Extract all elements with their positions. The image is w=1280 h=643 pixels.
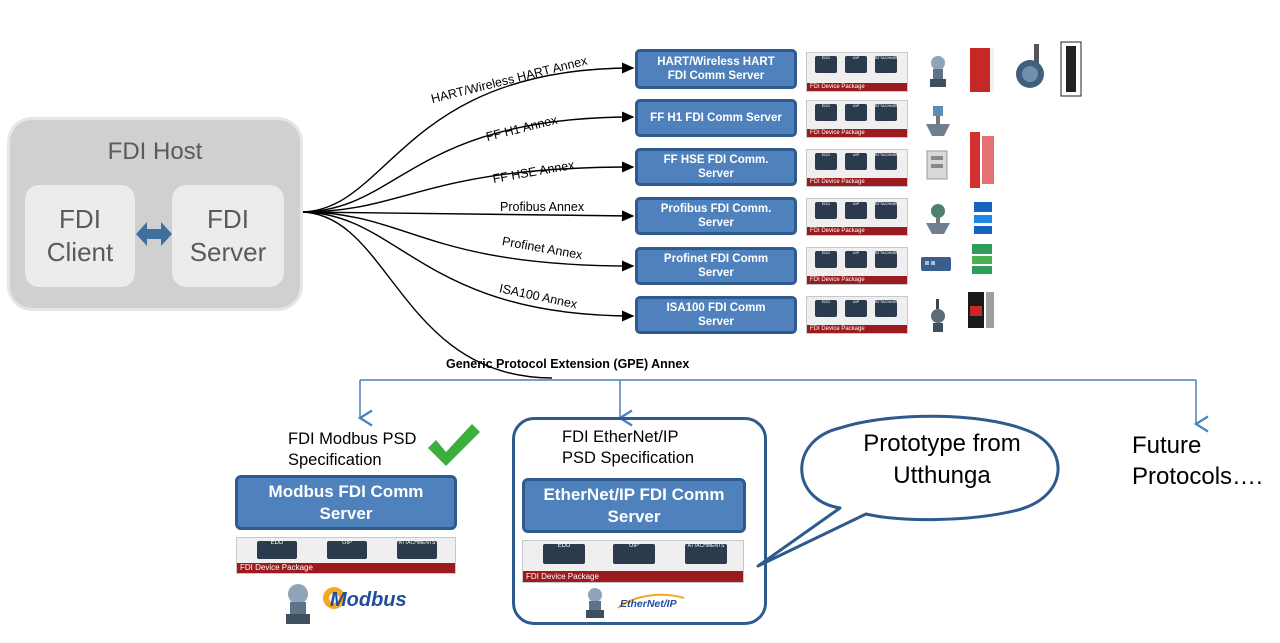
ethernetip-transmitter-device-icon <box>586 588 604 618</box>
valve-device-icon <box>926 106 950 136</box>
isa100-transmitter-device-icon <box>931 299 945 332</box>
ethernetip-frame <box>512 417 767 625</box>
device-package-modbus: EDD UIP ATTACHMENTS FDI Device Package <box>236 537 456 574</box>
modbus-transmitter-device-icon <box>286 584 310 624</box>
gpe-annex-label: Generic Protocol Extension (GPE) Annex <box>446 357 690 371</box>
bidirectional-arrow-icon <box>136 222 172 246</box>
wirelesshart-logo-icon <box>1060 41 1082 97</box>
line-ffhse <box>299 161 635 213</box>
profibus-valve-device-icon <box>926 204 950 234</box>
fdi-host-title: FDI Host <box>107 138 203 165</box>
line-ffh1 <box>299 111 635 213</box>
transmitter-device-icon <box>930 56 946 87</box>
server-ffh1: FF H1 FDI Comm Server <box>635 99 797 137</box>
checkmark-icon <box>428 424 480 466</box>
fdi-client-label: FDI Client <box>46 204 114 267</box>
line-gpe <box>299 211 553 379</box>
line-profinet <box>299 211 635 272</box>
profinet-logo-icon <box>972 244 992 274</box>
server-ffhse: FF HSE FDI Comm.Server <box>635 148 797 186</box>
device-package-isa100: EDD UIP ATTACHMENTS FDI Device Package <box>806 296 908 334</box>
line-hart <box>299 62 635 213</box>
modbus-gear-icon <box>323 587 345 609</box>
hart-logo-icon <box>970 48 994 92</box>
device-package-ffh1: EDD UIP ATTACHMENTS FDI Device Package <box>806 100 908 138</box>
ethernetip-swoosh-icon <box>617 593 685 609</box>
ethernetip-logo-text: EtherNet/IP <box>620 598 677 610</box>
fieldbus-logo-icon <box>970 132 994 188</box>
line-isa100 <box>299 211 635 322</box>
modbus-logo-text: Modbus <box>330 589 407 611</box>
wireless-field-device-icon <box>1016 44 1044 88</box>
fdi-server-label: FDI Server <box>189 204 267 267</box>
device-package-profibus: EDD UIP ATTACHMENTS FDI Device Package <box>806 198 908 236</box>
server-profibus: Profibus FDI Comm.Server <box>635 197 797 235</box>
annex-label-profibus: Profibus Annex <box>500 200 585 214</box>
isa100-wireless-logo-icon <box>968 292 994 328</box>
io-module-device-icon <box>926 150 948 180</box>
fdi-server-box <box>172 185 284 287</box>
speech-bubble <box>756 414 1060 568</box>
fdi-client-box <box>25 185 135 287</box>
device-package-ffhse: EDD UIP ATTACHMENTS FDI Device Package <box>806 149 908 187</box>
profinet-switch-device-icon <box>921 257 951 271</box>
device-package-ethernetip: EDD UIP ATTACHMENTS FDI Device Package <box>522 540 744 583</box>
line-profibus <box>299 210 635 222</box>
profibus-logo-icon <box>971 200 995 236</box>
device-package-hart: EDD UIP ATTACHMENTS FDI Device Package <box>806 52 908 92</box>
device-package-profinet: EDD UIP ATTACHMENTS FDI Device Package <box>806 247 908 285</box>
